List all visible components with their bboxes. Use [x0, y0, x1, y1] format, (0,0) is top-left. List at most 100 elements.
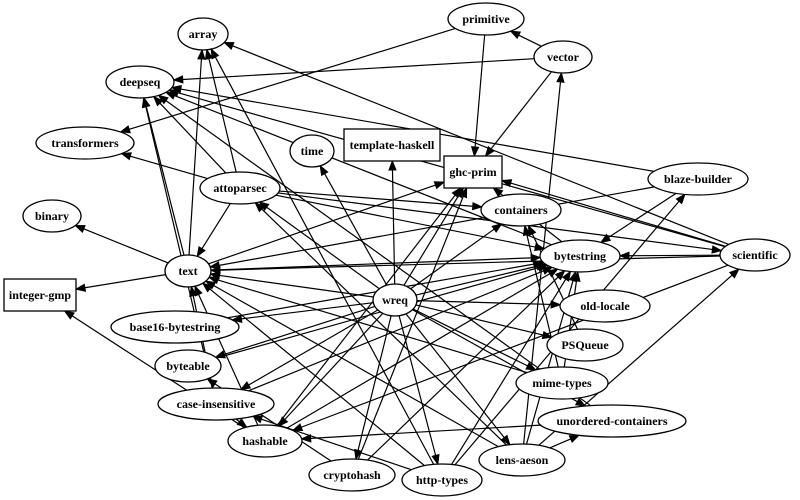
- edge-text-to-integer-gmp: [74, 274, 166, 292]
- node-shape: [539, 239, 621, 273]
- arrowhead-icon: [204, 48, 214, 61]
- node-scientific[interactable]: scientific: [719, 238, 791, 272]
- node-text[interactable]: text: [164, 254, 212, 288]
- edge-line: [232, 45, 729, 246]
- node-case-insensitive[interactable]: case-insensitive: [157, 387, 275, 421]
- arrowhead-icon: [206, 378, 218, 388]
- arrowhead-icon: [291, 423, 304, 432]
- edge-line: [324, 173, 388, 286]
- edge-line: [412, 308, 528, 367]
- edge-blaze-builder-to-text: [208, 186, 655, 270]
- arrowhead-icon: [431, 453, 440, 466]
- node-label: case-insensitive: [177, 397, 256, 411]
- node-shape: [35, 126, 135, 160]
- edge-line: [84, 274, 166, 289]
- node-transformers[interactable]: transformers: [35, 126, 135, 160]
- arrowhead-icon: [319, 164, 329, 177]
- node-shape: [177, 17, 229, 51]
- edge-line: [403, 195, 460, 286]
- edge-line: [391, 169, 396, 285]
- node-http-types[interactable]: http-types: [401, 463, 483, 497]
- node-integer-gmp[interactable]: integer-gmp: [3, 278, 77, 312]
- node-shape: [372, 283, 418, 317]
- arrowhead-icon: [74, 283, 87, 292]
- node-PSQueue[interactable]: PSQueue: [546, 328, 624, 362]
- node-shape: [401, 463, 483, 497]
- edge-line: [301, 264, 729, 428]
- node-array[interactable]: array: [177, 17, 229, 51]
- node-label: unordered-containers: [556, 414, 667, 428]
- edge-line: [357, 196, 464, 460]
- edge-cryptohash-to-ghc-prim: [357, 186, 468, 460]
- edge-line: [628, 254, 721, 257]
- arrowhead-icon: [194, 285, 203, 297]
- edge-attoparsec-to-containers: [279, 190, 484, 211]
- arrowhead-icon: [208, 261, 221, 270]
- node-shape: [559, 289, 651, 323]
- node-time[interactable]: time: [289, 134, 335, 168]
- arrowhead-icon: [541, 330, 554, 340]
- node-vector[interactable]: vector: [533, 40, 593, 74]
- node-label: template-haskell: [350, 138, 435, 152]
- node-unordered-containers[interactable]: unordered-containers: [537, 404, 687, 438]
- node-byteable[interactable]: byteable: [154, 349, 222, 383]
- edge-line: [248, 270, 544, 392]
- edge-scientific-to-array: [222, 41, 729, 246]
- node-template-haskell[interactable]: template-haskell: [343, 128, 441, 162]
- edge-line: [410, 228, 495, 290]
- node-shape: [647, 162, 749, 196]
- node-shape: [308, 458, 396, 492]
- edge-attoparsec-to-text: [196, 203, 231, 258]
- node-lens-aeson[interactable]: lens-aeson: [478, 443, 566, 477]
- edge-scientific-to-hashable: [291, 264, 729, 432]
- node-shape: [447, 2, 525, 36]
- node-deepseq[interactable]: deepseq: [105, 65, 175, 99]
- edge-http-types-to-bytestring: [451, 270, 572, 465]
- edge-wreq-to-http-types: [398, 315, 440, 466]
- edge-line: [216, 267, 539, 359]
- node-base16-bytestring[interactable]: base16-bytestring: [110, 310, 240, 344]
- node-mime-types[interactable]: mime-types: [515, 366, 609, 400]
- edge-primitive-to-ghc-prim: [470, 34, 486, 158]
- arrowhead-icon: [207, 275, 220, 285]
- node-label: attoparsec: [213, 181, 267, 195]
- node-hashable[interactable]: hashable: [227, 424, 303, 458]
- edge-attoparsec-to-deepseq: [152, 95, 227, 174]
- edge-text-to-ghc-prim: [208, 181, 446, 265]
- arrowhead-icon: [300, 434, 312, 443]
- edge-line: [367, 276, 559, 461]
- arrowhead-icon: [711, 245, 723, 254]
- arrowhead-icon: [509, 30, 522, 40]
- edge-wreq-to-lens-aeson: [405, 313, 511, 446]
- node-shape: [533, 40, 593, 74]
- edge-line: [83, 228, 169, 264]
- node-primitive[interactable]: primitive: [447, 2, 525, 36]
- node-attoparsec[interactable]: attoparsec: [199, 171, 281, 205]
- arrowhead-icon: [254, 201, 266, 213]
- node-shape: [3, 278, 77, 312]
- node-label: blaze-builder: [664, 172, 733, 186]
- node-containers[interactable]: containers: [480, 193, 562, 227]
- node-ghc-prim[interactable]: ghc-prim: [443, 155, 503, 189]
- node-blaze-builder[interactable]: blaze-builder: [647, 162, 749, 196]
- edge-line: [130, 155, 208, 180]
- node-cryptohash[interactable]: cryptohash: [308, 458, 396, 492]
- edge-line: [128, 27, 456, 130]
- node-bytestring[interactable]: bytestring: [539, 239, 621, 273]
- edge-vector-to-deepseq: [172, 58, 535, 84]
- node-old-locale[interactable]: old-locale: [559, 289, 651, 323]
- node-binary[interactable]: binary: [22, 199, 82, 233]
- edge-line: [219, 255, 721, 271]
- node-label: deepseq: [120, 75, 161, 89]
- node-wreq[interactable]: wreq: [372, 283, 418, 317]
- node-shape: [480, 193, 562, 227]
- edge-wreq-to-base16-bytestring: [231, 302, 374, 323]
- edge-line: [276, 194, 456, 427]
- edge-scientific-to-bytestring: [618, 251, 721, 260]
- edge-case-insensitive-to-deepseq: [141, 96, 213, 389]
- edge-text-to-binary: [74, 224, 169, 264]
- arrowhead-icon: [471, 201, 484, 211]
- edge-line: [209, 288, 425, 467]
- edge-line: [219, 186, 655, 266]
- arrowhead-icon: [231, 314, 243, 323]
